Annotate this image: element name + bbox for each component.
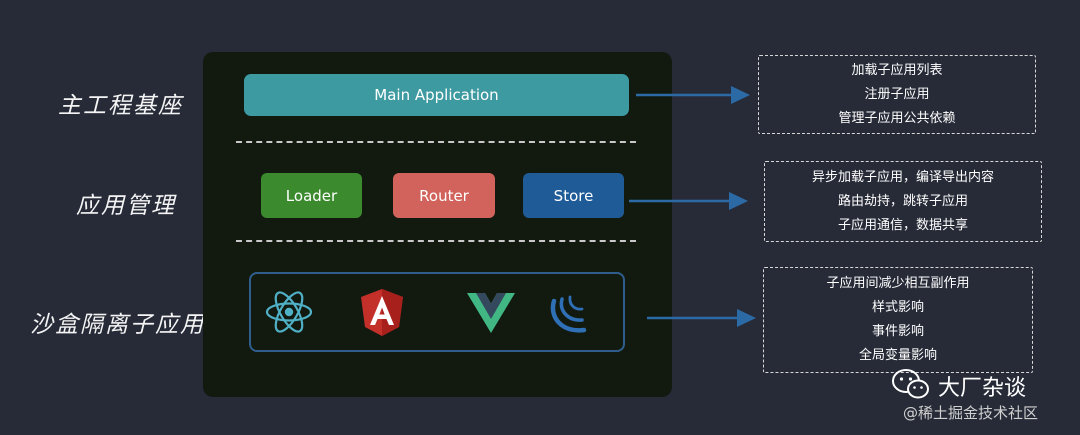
angular-icon [361,289,403,336]
row-label-main: 主工程基座 [58,93,183,119]
note-main-line: 管理子应用公共依赖 [838,110,956,126]
watermark-name: 大厂杂谈 [938,376,1027,401]
arrow-manage [629,192,748,210]
note-main: 加载子应用列表 注册子应用 管理子应用公共依赖 [758,55,1036,134]
note-manage: 异步加载子应用，编译导出内容 路由劫持，跳转子应用 子应用通信，数据共享 [764,161,1042,242]
row-label-sandbox: 沙盒隔离子应用 [30,312,205,338]
note-main-line: 加载子应用列表 [851,62,943,78]
row-label-manage: 应用管理 [76,193,176,219]
note-sandbox: 子应用间减少相互副作用 样式影响 事件影响 全局变量影响 [763,267,1033,373]
react-icon [265,291,313,333]
note-sandbox-line: 事件影响 [871,324,924,339]
router-box: Router [393,173,495,218]
jquery-icon [550,295,587,333]
divider-top [236,141,636,143]
vue-icon [467,293,515,333]
note-manage-line: 异步加载子应用，编译导出内容 [811,169,994,185]
note-manage-line: 路由劫持，跳转子应用 [837,193,968,209]
divider-bottom [236,240,636,242]
sandbox-container [249,272,625,352]
note-manage-line: 子应用通信，数据共享 [837,217,968,233]
note-sandbox-line: 全局变量影响 [858,348,937,363]
loader-box: Loader [261,173,362,218]
store-box: Store [523,173,624,218]
watermark-sub: @稀土掘金技术社区 [903,404,1039,422]
note-main-line: 注册子应用 [864,86,930,102]
note-sandbox-line: 子应用间减少相互副作用 [826,276,970,291]
arrow-main [636,86,750,104]
note-sandbox-line: 样式影响 [871,300,924,315]
main-application-box: Main Application [244,74,629,116]
wechat-icon [892,369,929,399]
arrow-sandbox [647,309,756,327]
